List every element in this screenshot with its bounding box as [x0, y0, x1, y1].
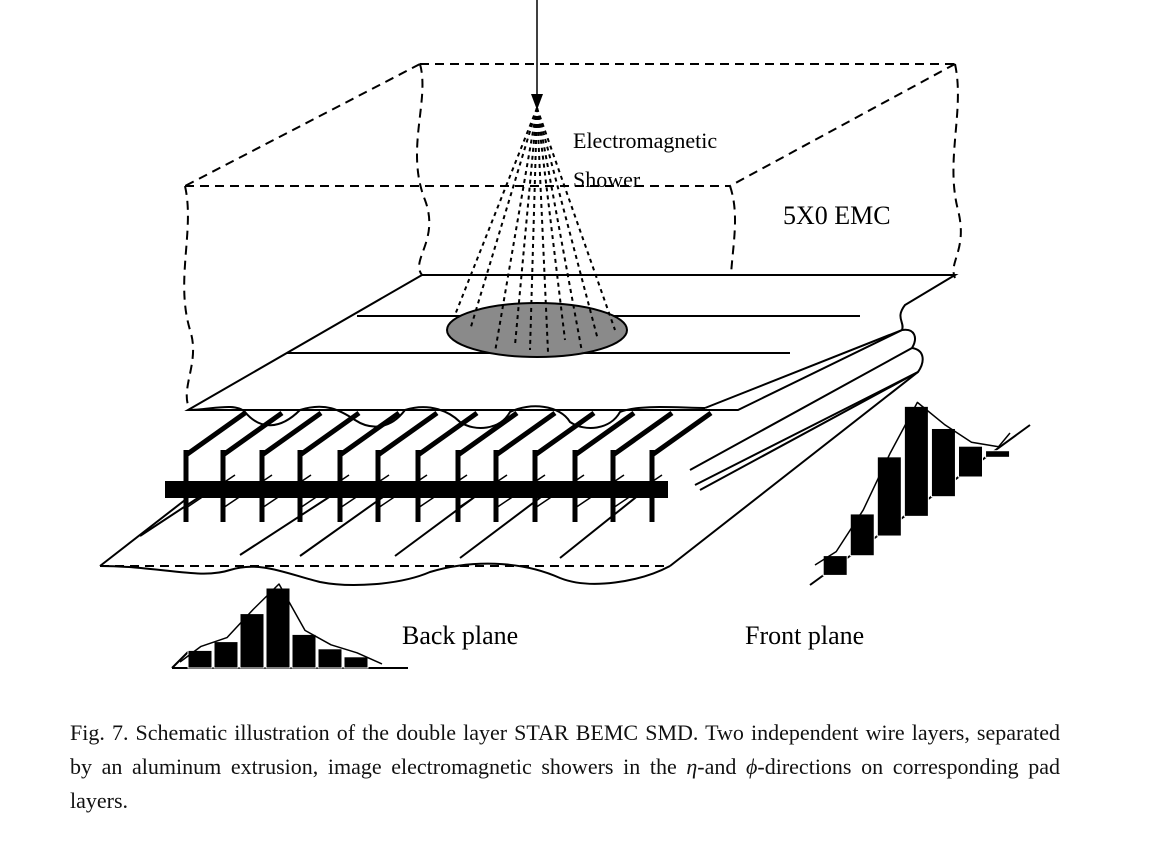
front-hist-bar — [822, 555, 848, 576]
shower-cone — [454, 107, 616, 353]
incoming-particle-arrow — [531, 0, 543, 110]
emc-box — [183, 63, 962, 406]
wire-bar — [165, 481, 668, 498]
aluminum-extrusion — [187, 328, 924, 491]
shower-spot — [446, 302, 628, 358]
front-hist-bar — [903, 405, 929, 517]
back-hist-bar — [213, 641, 239, 669]
back-hist-bar — [343, 656, 369, 669]
front-hist-bar — [876, 456, 902, 537]
emc-label: 5X0 EMC — [783, 201, 891, 230]
phi-symbol: ϕ — [746, 754, 758, 779]
back-hist-bar — [239, 613, 265, 669]
back-plane-label: Back plane — [402, 621, 518, 650]
front-plane-histogram — [809, 401, 1031, 586]
shower-label-line1: Electromagnetic — [573, 128, 717, 153]
back-hist-bar — [317, 648, 343, 669]
smd-diagram: Electromagnetic Shower 5X0 EMC Back plan… — [99, 0, 1031, 669]
caption-part3: -directions on corresponding pad layers. — [70, 754, 1060, 813]
front-plane-label: Front plane — [745, 621, 864, 650]
back-hist-bar — [187, 649, 213, 669]
figure-caption: Fig. 7. Schematic illustration of the do… — [70, 716, 1060, 818]
front-hist-bar — [985, 450, 1011, 458]
caption-part2: -and — [697, 754, 747, 779]
back-plane-histogram — [171, 583, 408, 669]
front-hist-bar — [958, 445, 983, 478]
caption-part1: Fig. 7. Schematic illustration of the do… — [70, 720, 1060, 779]
eta-symbol: η — [686, 754, 698, 779]
back-hist-curve — [179, 583, 383, 665]
front-hist-curve — [814, 401, 1011, 566]
back-hist-bar — [291, 633, 317, 669]
front-hist-bar — [849, 513, 875, 557]
front-hist-bar — [930, 427, 956, 498]
back-hist-edge — [171, 651, 189, 669]
shower-label-line2: Shower — [573, 167, 641, 192]
back-hist-bar — [265, 587, 291, 669]
